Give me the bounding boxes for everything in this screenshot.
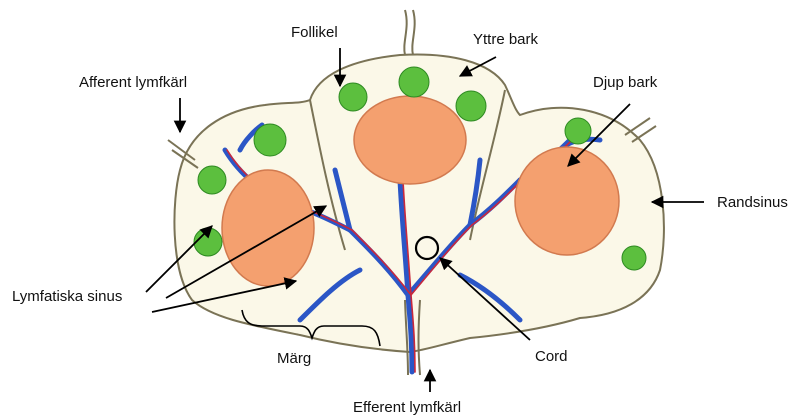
label-cord: Cord [535, 348, 568, 366]
follicle [399, 67, 429, 97]
follicle [254, 124, 286, 156]
follicle [198, 166, 226, 194]
follicle [565, 118, 591, 144]
label-lymfatiska-sinus: Lymfatiska sinus [12, 288, 122, 306]
deep-cortex-left [222, 170, 314, 286]
follicle [622, 246, 646, 270]
label-randsinus: Randsinus [717, 194, 788, 212]
follicle [456, 91, 486, 121]
deep-cortex-center [354, 96, 466, 184]
label-marg: Märg [277, 350, 311, 368]
label-efferent-lymfkarl: Efferent lymfkärl [353, 399, 461, 417]
label-afferent-lymfkarl: Afferent lymfkärl [79, 74, 187, 92]
follicle [339, 83, 367, 111]
deep-cortex-right [515, 147, 619, 255]
label-follikel: Follikel [291, 24, 338, 42]
label-djup-bark: Djup bark [593, 74, 657, 92]
label-yttre-bark: Yttre bark [473, 31, 538, 49]
follicle [194, 228, 222, 256]
